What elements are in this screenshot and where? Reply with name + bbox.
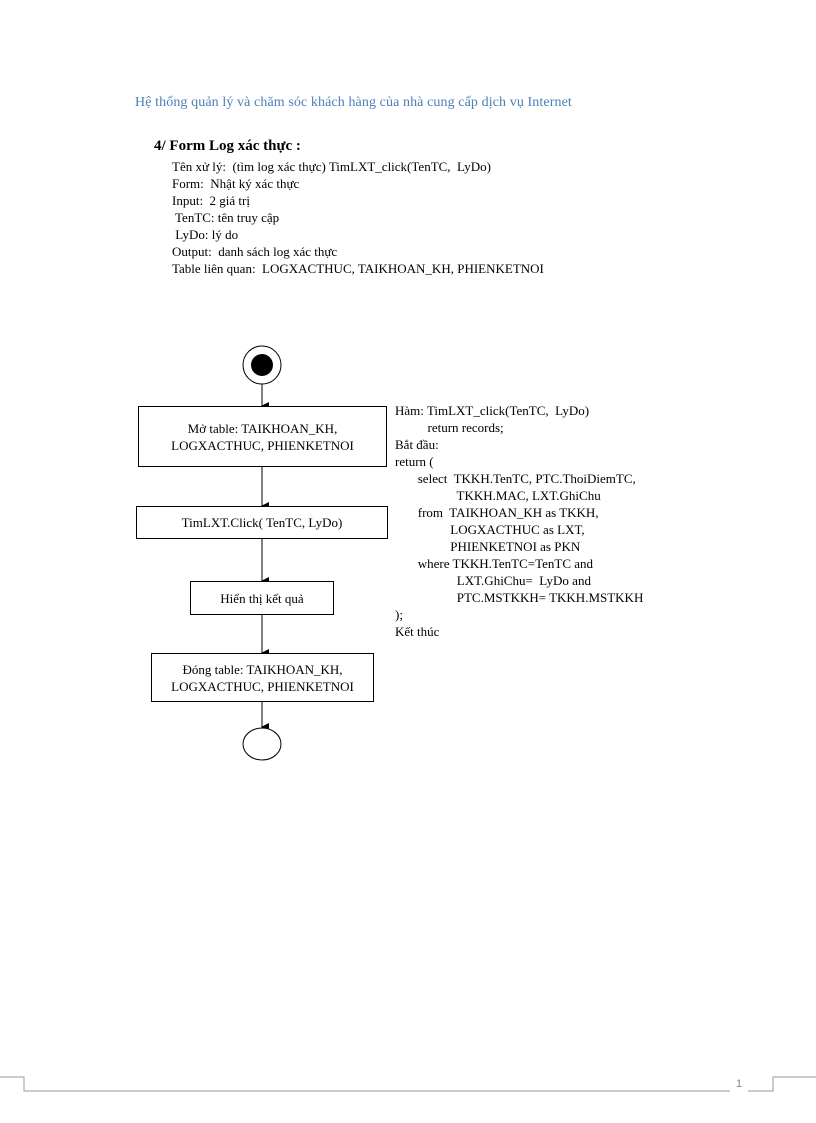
info-line: TenTC: tên truy cập bbox=[172, 210, 280, 225]
start-node-inner bbox=[251, 354, 273, 376]
crop-mark-right bbox=[748, 1076, 816, 1092]
open-table-line2: LOGXACTHUC, PHIENKETNOI bbox=[171, 437, 354, 453]
page-number: 1 bbox=[736, 1078, 743, 1090]
code-line: where TKKH.TenTC=TenTC and bbox=[395, 556, 594, 571]
display-result-box: Hiển thị kết quả bbox=[190, 581, 334, 615]
function-info: Tên xử lý: (tìm log xác thực) TimLXT_cli… bbox=[172, 158, 544, 277]
info-line: Tên xử lý: (tìm log xác thực) TimLXT_cli… bbox=[172, 159, 491, 174]
code-line: TKKH.MAC, LXT.GhiChu bbox=[395, 488, 601, 503]
click-box-label: TimLXT.Click( TenTC, LyDo) bbox=[181, 515, 343, 530]
section-title: 4/ Form Log xác thực : bbox=[154, 138, 301, 154]
code-line: LXT.GhiChu= LyDo and bbox=[395, 573, 591, 588]
code-line: Hàm: TimLXT_click(TenTC, LyDo) bbox=[395, 403, 590, 418]
code-line: PHIENKETNOI as PKN bbox=[395, 539, 581, 554]
pseudocode-block: Hàm: TimLXT_click(TenTC, LyDo) return re… bbox=[395, 402, 643, 640]
open-table-box: Mở table: TAIKHOAN_KH, LOGXACTHUC, PHIEN… bbox=[138, 406, 387, 467]
click-box: TimLXT.Click( TenTC, LyDo) bbox=[136, 506, 388, 539]
code-line: ); bbox=[395, 607, 403, 622]
code-line: LOGXACTHUC as LXT, bbox=[395, 522, 585, 537]
code-line: Kết thúc bbox=[395, 624, 440, 639]
info-line: Input: 2 giá trị bbox=[172, 193, 250, 208]
info-line: Form: Nhật ký xác thực bbox=[172, 176, 300, 191]
code-line: return records; bbox=[395, 420, 504, 435]
display-result-label: Hiển thị kết quả bbox=[220, 590, 304, 606]
info-line: Table liên quan: LOGXACTHUC, TAIKHOAN_KH… bbox=[172, 261, 544, 276]
crop-mark-left bbox=[0, 1076, 730, 1092]
code-line: select TKKH.TenTC, PTC.ThoiDiemTC, bbox=[395, 471, 636, 486]
code-line: return ( bbox=[395, 454, 434, 469]
close-table-box: Đóng table: TAIKHOAN_KH, LOGXACTHUC, PHI… bbox=[151, 653, 374, 702]
close-table-line2: LOGXACTHUC, PHIENKETNOI bbox=[171, 678, 354, 694]
info-line: Output: danh sách log xác thực bbox=[172, 244, 338, 259]
close-table-line1: Đóng table: TAIKHOAN_KH, bbox=[182, 661, 343, 677]
code-line: from TAIKHOAN_KH as TKKH, bbox=[395, 505, 599, 520]
end-node bbox=[242, 727, 282, 761]
open-table-line1: Mở table: TAIKHOAN_KH, bbox=[187, 420, 338, 436]
info-line: LyDo: lý do bbox=[172, 227, 239, 242]
code-line: PTC.MSTKKH= TKKH.MSTKKH bbox=[395, 590, 644, 605]
document-header: Hệ thống quản lý và chăm sóc khách hàng … bbox=[135, 95, 572, 110]
code-line: Bắt đầu: bbox=[395, 437, 439, 452]
